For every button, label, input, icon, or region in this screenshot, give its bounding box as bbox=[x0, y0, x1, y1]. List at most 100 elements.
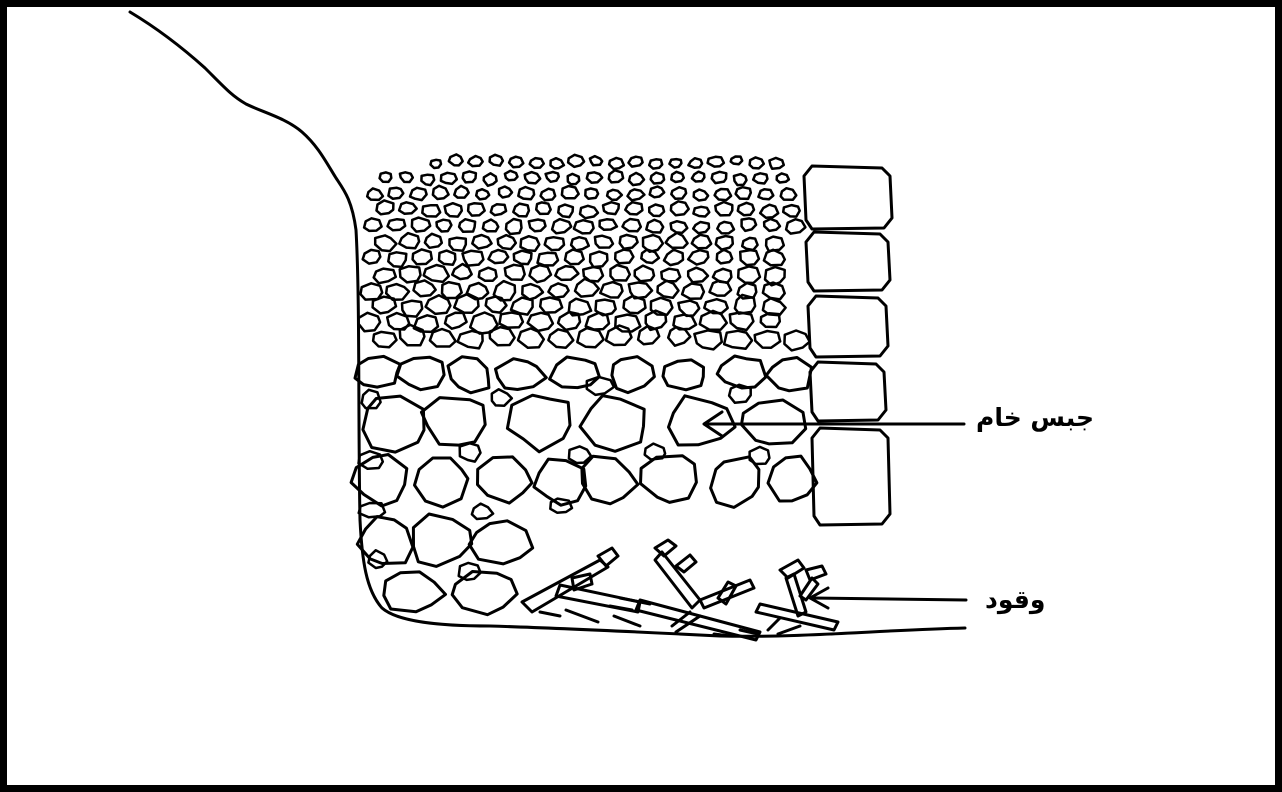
small-stone bbox=[694, 190, 708, 201]
large-stone bbox=[711, 457, 759, 508]
large-stone bbox=[663, 360, 704, 390]
filler-stone bbox=[472, 504, 493, 519]
small-stone bbox=[490, 155, 503, 166]
large-stone bbox=[469, 521, 533, 564]
small-stone bbox=[717, 222, 734, 234]
small-stone bbox=[514, 251, 532, 264]
large-stone bbox=[550, 357, 600, 388]
small-stone bbox=[615, 250, 633, 264]
wall-block bbox=[808, 296, 888, 357]
small-stone bbox=[650, 187, 665, 198]
small-stone bbox=[525, 172, 541, 183]
small-stone bbox=[509, 157, 523, 168]
small-stone bbox=[367, 188, 383, 200]
small-stone bbox=[402, 301, 422, 317]
small-stone bbox=[609, 158, 624, 169]
small-stone bbox=[439, 251, 455, 265]
small-stone bbox=[769, 158, 783, 169]
small-stone bbox=[373, 332, 396, 347]
large-stone bbox=[448, 357, 489, 393]
large-stone bbox=[415, 458, 468, 507]
small-stone bbox=[380, 172, 392, 182]
large-stone bbox=[766, 358, 811, 391]
small-stone bbox=[688, 250, 708, 264]
small-stone bbox=[623, 219, 641, 231]
small-stone bbox=[558, 205, 573, 218]
filler-stone bbox=[750, 447, 770, 464]
stone-wall-blocks bbox=[804, 166, 892, 525]
small-stone bbox=[750, 157, 764, 168]
small-stone bbox=[483, 220, 498, 232]
small-stone bbox=[388, 219, 406, 230]
small-stone bbox=[620, 235, 638, 249]
small-stone bbox=[414, 315, 438, 332]
small-stone bbox=[715, 189, 732, 200]
small-stone bbox=[693, 207, 709, 217]
small-stone bbox=[422, 205, 440, 216]
small-stone bbox=[568, 155, 584, 167]
small-stone bbox=[476, 189, 489, 199]
small-stone bbox=[603, 202, 619, 214]
small-stone bbox=[661, 269, 680, 282]
small-stone bbox=[740, 250, 759, 265]
small-stone bbox=[558, 312, 580, 330]
small-stone bbox=[600, 219, 617, 229]
small-stone bbox=[445, 313, 467, 329]
small-stone bbox=[441, 173, 457, 184]
small-stone bbox=[712, 172, 727, 183]
large-stone bbox=[496, 359, 547, 390]
small-stone bbox=[574, 220, 594, 233]
small-stone bbox=[625, 202, 642, 214]
small-stone bbox=[361, 283, 383, 299]
small-stone bbox=[410, 188, 427, 200]
small-stone bbox=[658, 281, 679, 298]
small-stone bbox=[595, 236, 613, 248]
filler-stone bbox=[460, 443, 481, 461]
small-stone bbox=[388, 188, 403, 199]
small-stone bbox=[715, 202, 732, 215]
small-stone bbox=[742, 238, 757, 250]
small-stone bbox=[551, 158, 564, 168]
small-stone bbox=[449, 154, 463, 165]
small-stone bbox=[646, 220, 663, 233]
small-stone bbox=[664, 250, 683, 266]
small-stone bbox=[629, 157, 643, 167]
small-stone bbox=[694, 330, 721, 349]
small-stone bbox=[414, 280, 436, 296]
small-stone bbox=[412, 218, 430, 232]
small-stone bbox=[424, 265, 449, 282]
small-stone bbox=[607, 190, 622, 200]
small-stone bbox=[490, 327, 515, 345]
small-stone bbox=[669, 159, 681, 168]
small-stone bbox=[479, 268, 497, 281]
small-stone bbox=[421, 175, 434, 185]
small-stone bbox=[374, 269, 396, 284]
small-stone bbox=[736, 187, 751, 199]
small-stone bbox=[486, 297, 507, 313]
small-stone bbox=[400, 325, 425, 345]
small-stone bbox=[505, 171, 518, 181]
small-stone bbox=[484, 173, 497, 186]
small-stone bbox=[540, 298, 562, 313]
small-stone bbox=[738, 266, 760, 283]
small-stone bbox=[454, 186, 468, 198]
large-stone bbox=[669, 396, 736, 445]
small-stone bbox=[587, 172, 602, 182]
small-stone bbox=[399, 233, 419, 248]
small-stone bbox=[442, 282, 462, 298]
small-stone bbox=[671, 221, 688, 233]
small-stone bbox=[571, 237, 589, 250]
small-stone bbox=[692, 235, 711, 249]
firewood-sticks bbox=[522, 540, 838, 640]
fuel-label: وقود bbox=[985, 585, 1045, 614]
large-stone bbox=[397, 357, 444, 390]
small-stone bbox=[489, 250, 509, 263]
large-stone bbox=[641, 456, 697, 503]
small-stone bbox=[463, 171, 476, 182]
small-stone bbox=[611, 265, 630, 281]
small-stone bbox=[717, 250, 732, 264]
small-stone bbox=[499, 187, 512, 198]
small-stone bbox=[498, 235, 516, 249]
large-stone bbox=[768, 456, 817, 501]
small-stone bbox=[568, 174, 580, 184]
